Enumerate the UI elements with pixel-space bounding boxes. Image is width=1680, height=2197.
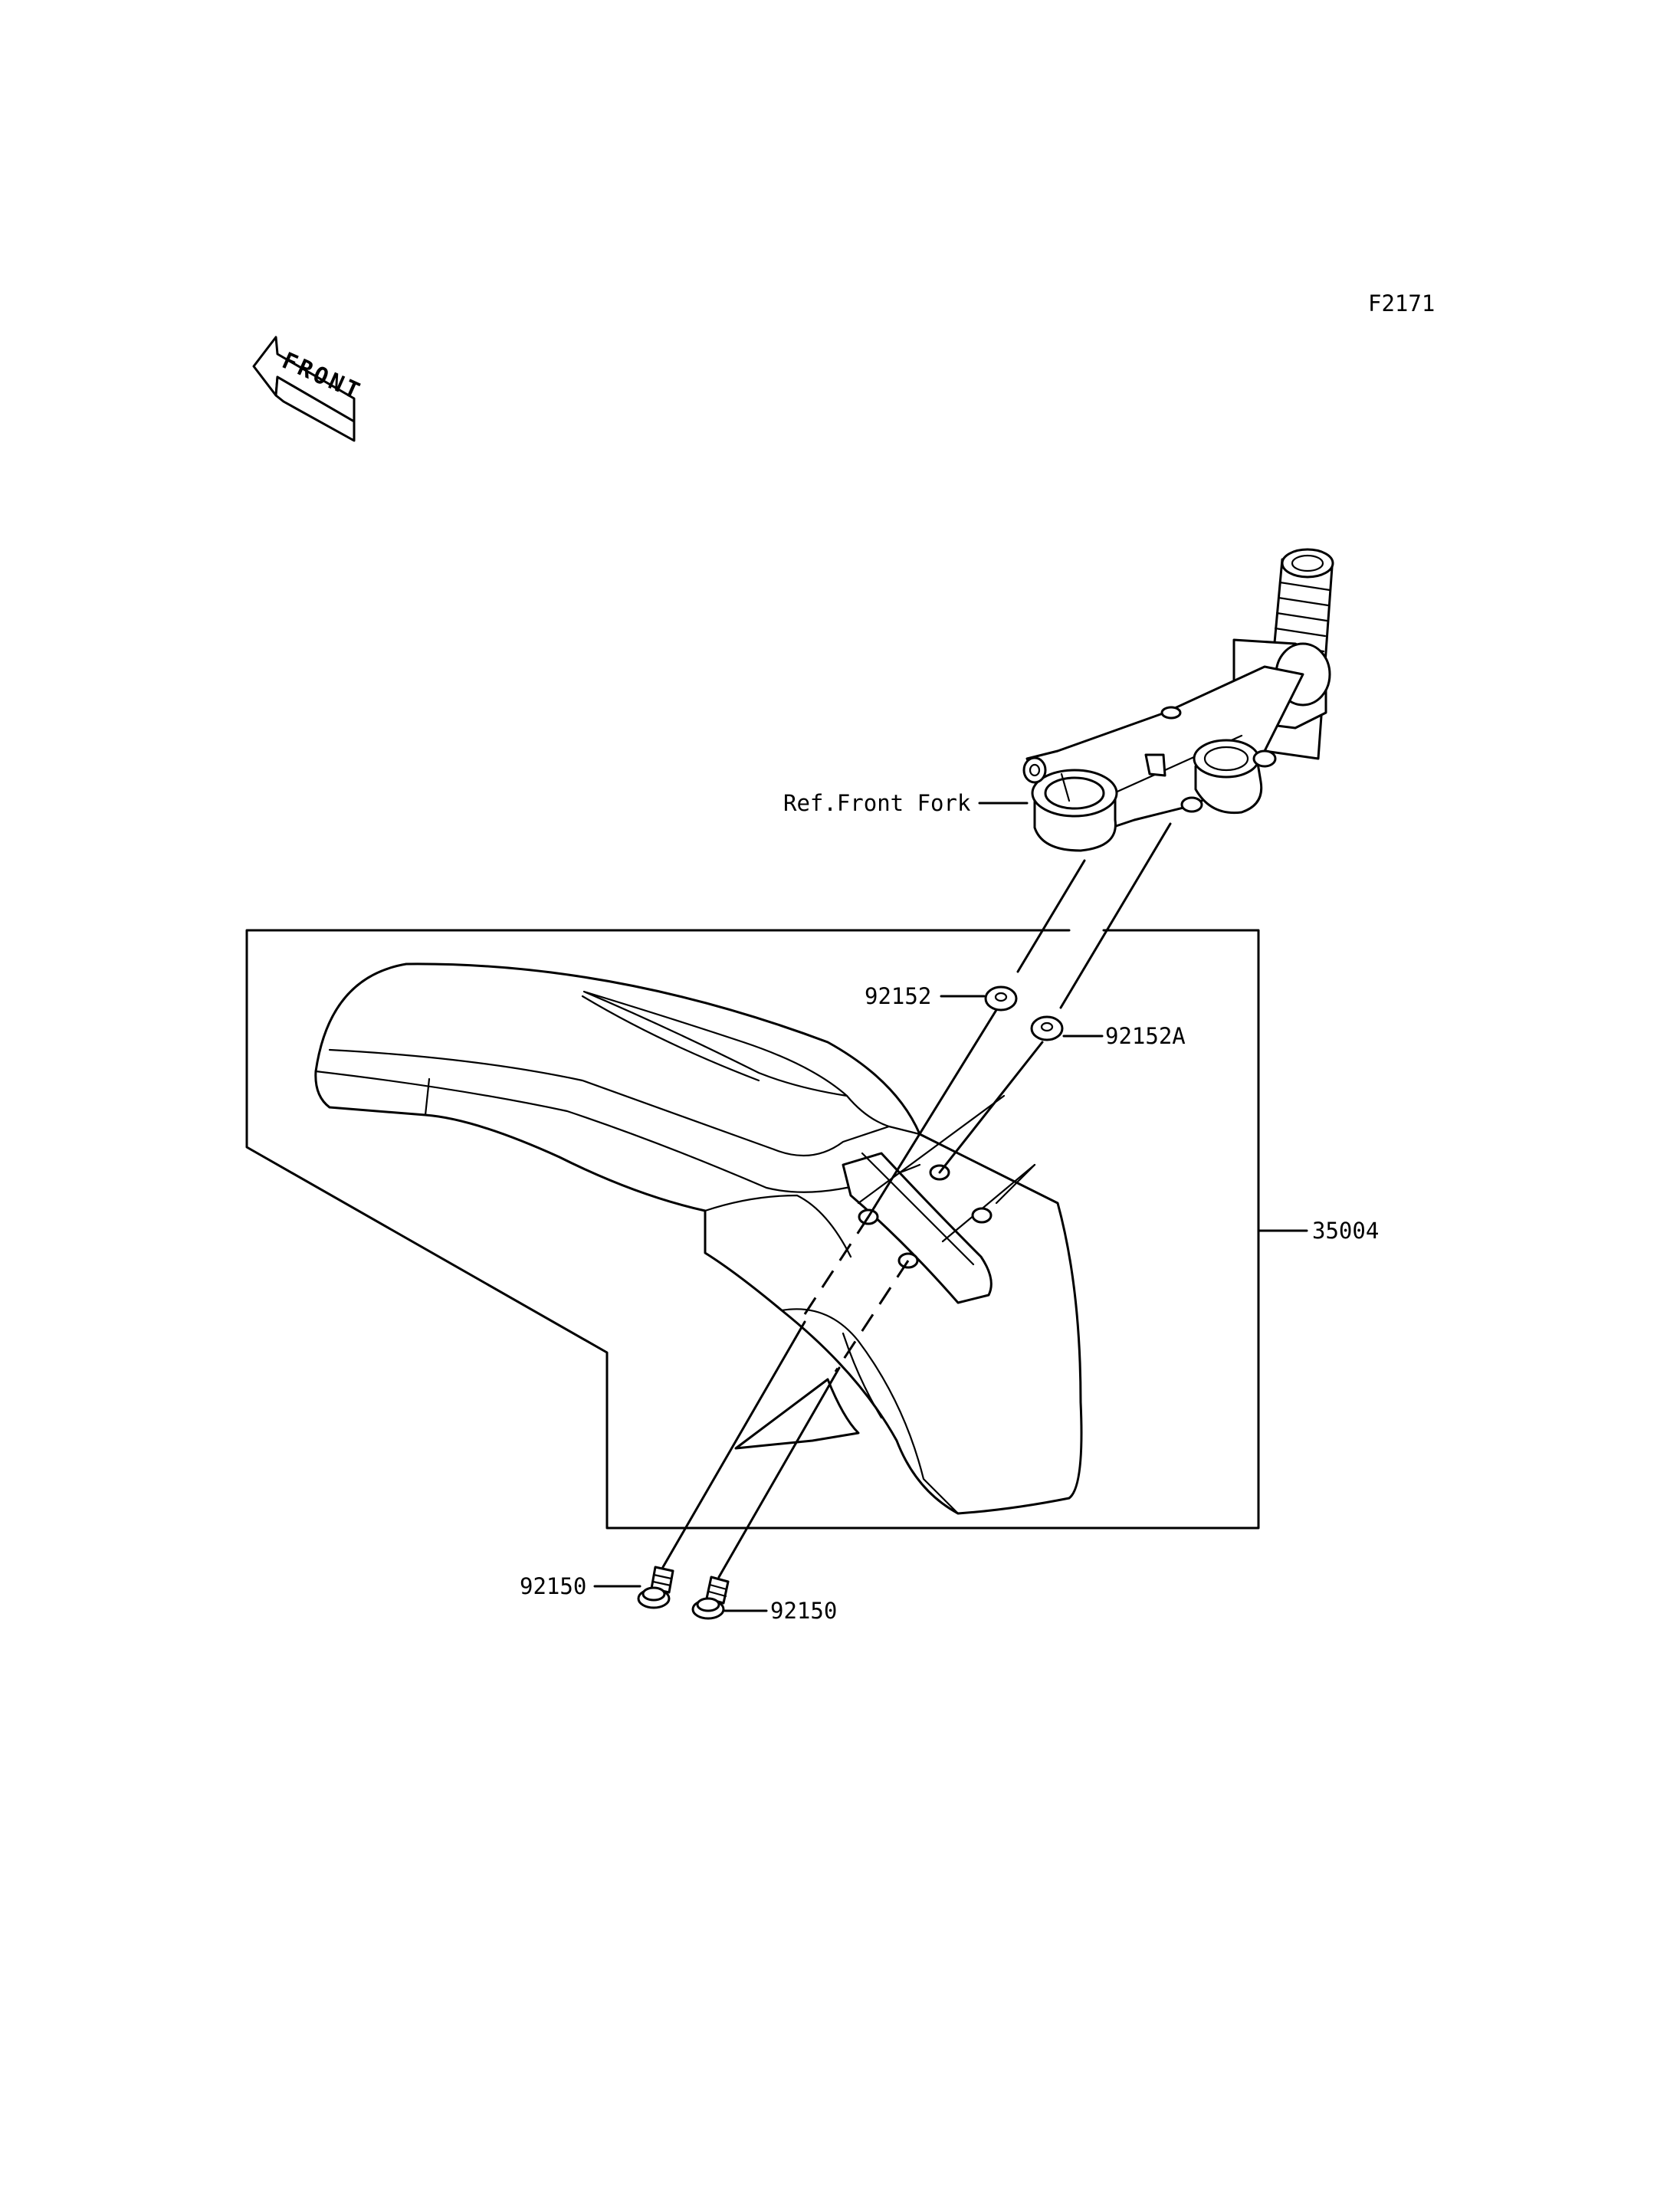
bolt-92150-left (637, 1566, 674, 1609)
hidden-line-right (834, 1260, 910, 1372)
guide-line-right-lower (717, 1366, 841, 1579)
washer-92152a (1030, 1015, 1064, 1041)
callout-35004: 35004 (1312, 1218, 1379, 1244)
washer-92152 (984, 985, 1018, 1012)
front-arrow-icon: FRONT (252, 336, 366, 442)
callout-92150-left: 92150 (520, 1573, 586, 1599)
bolt-92150-right (691, 1576, 730, 1620)
hidden-line-left (803, 1216, 870, 1315)
triple-clamp (1022, 548, 1334, 852)
guide-line-left-lower (661, 1320, 806, 1569)
callout-ref-front-fork: Ref.Front Fork (783, 790, 971, 816)
callout-92150-right: 92150 (770, 1598, 837, 1624)
assembly-bracket (245, 929, 1260, 1530)
callout-92152a: 92152A (1105, 1023, 1186, 1049)
guide-line-left-upper (1016, 859, 1086, 973)
guide-line-right-mid (938, 1041, 1044, 1174)
figure-code: F2171 (1368, 290, 1435, 316)
guide-line-left-mid (867, 1008, 998, 1218)
guide-line-right-upper (1059, 822, 1172, 1009)
callout-92152: 92152 (865, 983, 931, 1009)
front-fender (314, 962, 1083, 1515)
